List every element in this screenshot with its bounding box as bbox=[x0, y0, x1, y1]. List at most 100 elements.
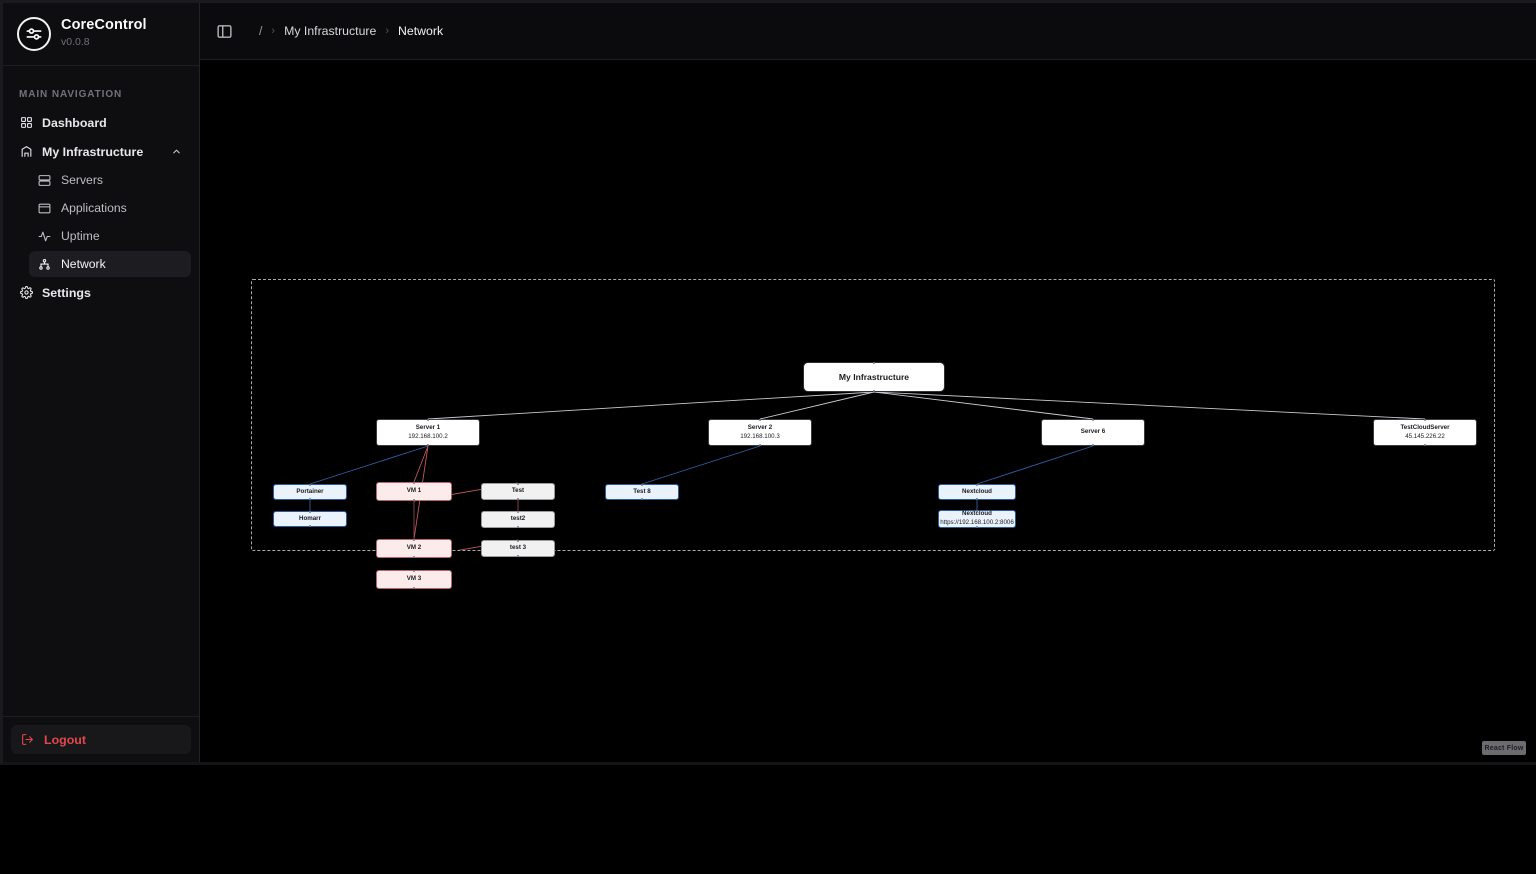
flow-handle-bottom[interactable] bbox=[1424, 444, 1426, 446]
flow-handle-top[interactable] bbox=[976, 510, 978, 512]
flow-edge-root-srv2 bbox=[759, 391, 875, 420]
flow-node-title: TestCloudServer bbox=[1400, 423, 1450, 431]
breadcrumb-separator: › bbox=[271, 25, 276, 37]
flow-handle-top[interactable] bbox=[976, 484, 978, 486]
flow-node-root[interactable]: My Infrastructure bbox=[803, 362, 945, 392]
flow-node-test[interactable]: Test bbox=[481, 483, 555, 500]
flow-handle-top[interactable] bbox=[641, 484, 643, 486]
flow-node-homarr[interactable]: Homarr bbox=[273, 511, 347, 527]
flow-node-vm2[interactable]: VM 2 bbox=[376, 539, 452, 558]
sidebar-subnav: Servers Applications bbox=[11, 167, 191, 277]
flow-handle-top[interactable] bbox=[413, 539, 415, 541]
sidebar-item-uptime[interactable]: Uptime bbox=[29, 223, 191, 249]
window-icon bbox=[37, 201, 51, 215]
sidebar-item-network[interactable]: Network bbox=[29, 251, 191, 277]
sidebar-item-servers[interactable]: Servers bbox=[29, 167, 191, 193]
flow-node-title: VM 3 bbox=[406, 575, 422, 582]
flow-node-vm3[interactable]: VM 3 bbox=[376, 570, 452, 589]
topbar: / › My Infrastructure › Network bbox=[200, 3, 1536, 60]
flow-node-subtitle: 45.145.226.22 bbox=[1405, 432, 1445, 440]
flow-node-title: VM 1 bbox=[406, 487, 422, 494]
flow-node-port[interactable]: Portainer bbox=[273, 484, 347, 500]
flow-node-vm1[interactable]: VM 1 bbox=[376, 482, 452, 501]
app-window: CoreControl v0.0.8 MAIN NAVIGATION Dashb… bbox=[0, 0, 1536, 765]
flow-handle-top[interactable] bbox=[517, 540, 519, 542]
breadcrumb-current: Network bbox=[398, 24, 444, 38]
chevron-up-icon[interactable] bbox=[169, 145, 183, 159]
panel-left-icon[interactable] bbox=[216, 23, 233, 40]
flow-handle-top[interactable] bbox=[427, 419, 429, 421]
flow-node-test8[interactable]: Test 8 bbox=[605, 484, 679, 500]
flow-node-nc[interactable]: Nextcloud bbox=[938, 484, 1016, 500]
sidebar-subitem-label: Network bbox=[61, 257, 106, 271]
sidebar-item-applications[interactable]: Applications bbox=[29, 195, 191, 221]
flow-node-test3[interactable]: test 3 bbox=[481, 540, 555, 557]
flow-handle-bottom[interactable] bbox=[427, 444, 429, 446]
flow-node-title: Nextcloud bbox=[962, 510, 992, 518]
react-flow-attribution[interactable]: React Flow bbox=[1482, 741, 1526, 755]
flow-edge-root-cloud bbox=[873, 391, 1426, 420]
flow-handle-top[interactable] bbox=[309, 484, 311, 486]
flow-node-title: Server 1 bbox=[415, 423, 441, 431]
flow-node-title: test 3 bbox=[509, 544, 527, 551]
logout-label: Logout bbox=[44, 732, 86, 747]
building-icon bbox=[19, 145, 33, 159]
flow-node-test2[interactable]: test2 bbox=[481, 511, 555, 528]
flow-handle-bottom[interactable] bbox=[1092, 444, 1094, 446]
activity-icon bbox=[37, 229, 51, 243]
flow-handle-bottom[interactable] bbox=[517, 526, 519, 528]
flow-handle-top[interactable] bbox=[413, 570, 415, 572]
sidebar-item-label: My Infrastructure bbox=[42, 144, 144, 159]
edge-layer bbox=[309, 391, 1426, 550]
flow-handle-bottom[interactable] bbox=[759, 444, 761, 446]
flow-handle-bottom[interactable] bbox=[976, 526, 978, 528]
flow-handle-bottom[interactable] bbox=[641, 498, 643, 500]
flow-handle-top[interactable] bbox=[873, 362, 875, 364]
flow-node-title: Homarr bbox=[298, 514, 321, 522]
flow-handle-top[interactable] bbox=[413, 482, 415, 484]
gear-icon bbox=[19, 286, 33, 300]
logout-button[interactable]: Logout bbox=[11, 725, 191, 754]
flow-node-srv6[interactable]: Server 6 bbox=[1041, 419, 1145, 446]
flow-edge-srv6-nc bbox=[976, 445, 1094, 485]
flow-node-title: Portainer bbox=[296, 487, 324, 495]
app-version: v0.0.8 bbox=[61, 35, 90, 48]
flow-node-title: My Infrastructure bbox=[838, 371, 910, 382]
brand-name: CoreControl bbox=[61, 17, 147, 34]
sidebar-item-dashboard[interactable]: Dashboard bbox=[11, 109, 191, 136]
sidebar-item-my-infrastructure[interactable]: My Infrastructure bbox=[11, 138, 191, 165]
flow-handle-bottom[interactable] bbox=[517, 498, 519, 500]
sidebar-subitem-label: Applications bbox=[61, 201, 127, 215]
logout-icon bbox=[20, 733, 34, 747]
flow-handle-bottom[interactable] bbox=[309, 498, 311, 500]
flow-handle-bottom[interactable] bbox=[976, 498, 978, 500]
flow-handle-bottom[interactable] bbox=[873, 390, 875, 392]
flow-handle-top[interactable] bbox=[759, 419, 761, 421]
flow-handle-bottom[interactable] bbox=[309, 525, 311, 527]
sidebar-item-settings[interactable]: Settings bbox=[11, 279, 191, 306]
flow-handle-bottom[interactable] bbox=[413, 587, 415, 589]
flow-handle-bottom[interactable] bbox=[517, 555, 519, 557]
breadcrumb-parent[interactable]: My Infrastructure bbox=[284, 24, 377, 38]
main-navigation: Dashboard My Infrastructure bbox=[3, 109, 199, 308]
flow-handle-top[interactable] bbox=[309, 511, 311, 513]
flow-handle-top[interactable] bbox=[1092, 419, 1094, 421]
sliders-circle-icon bbox=[17, 16, 51, 51]
grid-icon bbox=[19, 116, 33, 130]
flow-node-title: VM 2 bbox=[406, 544, 422, 551]
breadcrumb-root[interactable]: / bbox=[259, 24, 263, 38]
flow-handle-bottom[interactable] bbox=[413, 499, 415, 501]
flow-handle-top[interactable] bbox=[517, 483, 519, 485]
flow-handle-top[interactable] bbox=[517, 511, 519, 513]
server-icon bbox=[37, 173, 51, 187]
flow-handle-bottom[interactable] bbox=[413, 556, 415, 558]
flow-edge-srv1-vm1 bbox=[413, 445, 429, 483]
sidebar-item-label: Settings bbox=[42, 285, 91, 300]
flow-handle-top[interactable] bbox=[1424, 419, 1426, 421]
